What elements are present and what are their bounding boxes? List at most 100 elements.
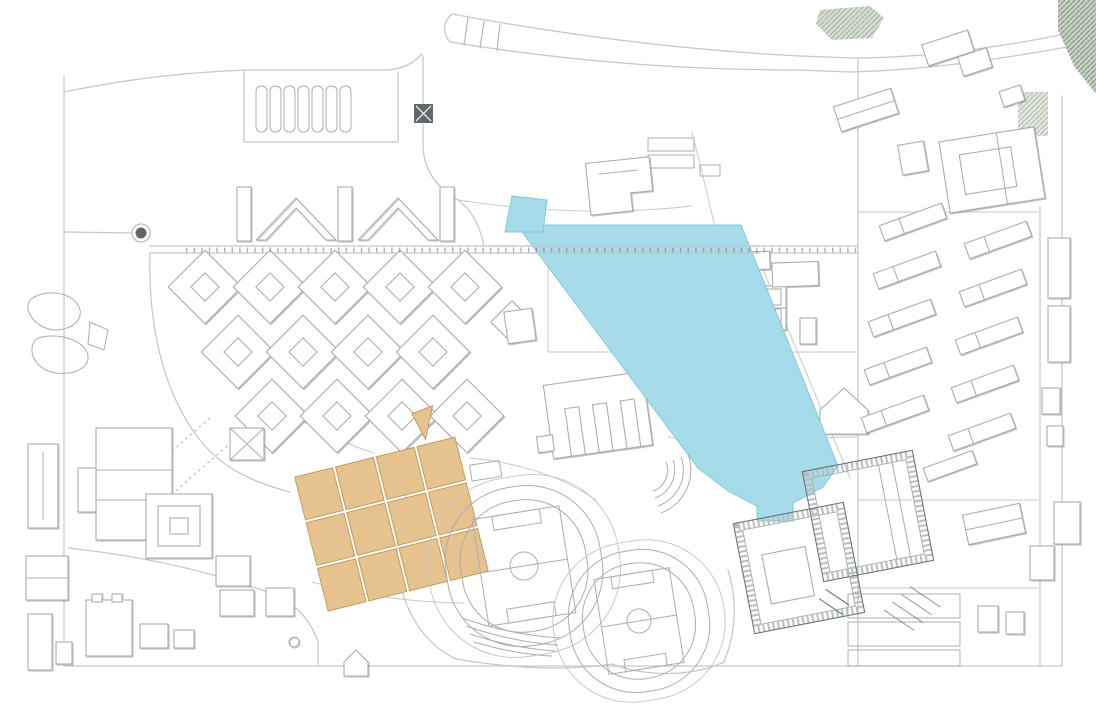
plan-shape [584, 156, 654, 216]
plan-shape [111, 593, 123, 603]
plan-shape [867, 298, 937, 338]
chevron-building [357, 197, 439, 241]
plan-shape [505, 601, 557, 624]
plan-shape [169, 517, 189, 535]
plan-shape [832, 87, 900, 133]
plan-shape [63, 53, 423, 93]
terrace-steps [461, 617, 561, 657]
plan-shape [799, 317, 817, 345]
plan-shape [958, 146, 1018, 196]
plan-shape [469, 457, 597, 501]
plan-shape [619, 398, 642, 450]
pavilion-north [801, 449, 935, 583]
gate-marker [414, 104, 433, 123]
plan-shape [847, 649, 961, 667]
plan-shape [567, 548, 711, 694]
plan-shape [598, 169, 639, 175]
roundabout-marker [131, 223, 151, 243]
plan-shape [31, 335, 89, 374]
plan-shape [480, 558, 568, 574]
plan-shape [626, 608, 652, 634]
plan-shape [305, 512, 356, 567]
plan-shape [660, 453, 692, 514]
slab-building [236, 186, 252, 242]
plan-shape [581, 562, 697, 680]
plan-shape [552, 539, 726, 703]
plan-shape [269, 85, 282, 133]
plan-shape [801, 449, 935, 583]
plan-shape [297, 249, 373, 325]
plan-shape [346, 502, 396, 556]
canal-basin [516, 224, 839, 522]
left-campus-buildings [25, 427, 369, 677]
plan-shape [652, 461, 669, 492]
plan-shape [977, 605, 999, 633]
far-right-buildings [977, 237, 1081, 635]
plan-shape [564, 406, 586, 457]
house-building [343, 649, 369, 677]
plan-shape [461, 617, 561, 639]
plan-shape [87, 321, 109, 351]
plan-shape [601, 614, 677, 628]
plan-shape [956, 47, 994, 77]
pentagon-building [819, 387, 869, 435]
plan-shape [173, 629, 195, 649]
plan-shape [27, 292, 81, 331]
plan-shape [584, 156, 654, 216]
plan-shape [503, 307, 537, 345]
right-district-buildings [860, 202, 1033, 546]
shadow-hatch [883, 586, 941, 632]
plan-shape [487, 245, 761, 254]
plan-shape [311, 85, 324, 133]
plan-shape [325, 85, 338, 133]
plan-shape [1047, 305, 1071, 363]
plan-shape [872, 250, 942, 290]
comb-building [535, 370, 654, 460]
plan-shape [443, 13, 453, 43]
plan-shape [958, 268, 1028, 308]
plan-shape [27, 613, 53, 671]
plan-shape [961, 502, 1027, 546]
plan-shape [357, 548, 408, 602]
plan-shape [131, 223, 151, 243]
plan-shape [135, 227, 147, 239]
plan-shape [847, 621, 961, 647]
plan-shape [398, 537, 449, 592]
plan-shape [473, 641, 553, 657]
plan-shape [465, 625, 559, 646]
plan-shape [463, 17, 501, 52]
plan-shape [922, 449, 978, 483]
plan-shape [288, 636, 300, 648]
soccer-field-1 [471, 505, 577, 627]
plan-shape [491, 508, 543, 531]
plan-shape [1047, 237, 1071, 299]
plan-shape [427, 249, 503, 325]
water-canal [504, 195, 839, 522]
plan-shape [299, 378, 375, 454]
plan-shape [998, 84, 1026, 108]
plan-shape [451, 13, 1095, 59]
soccer-field-2 [593, 567, 685, 675]
plan-shape [265, 587, 295, 617]
highlighted-triangle-parcel [411, 404, 434, 441]
plan-shape [395, 314, 471, 390]
plan-shape [243, 69, 399, 143]
plan-shape [950, 364, 1020, 404]
plan-shape [883, 586, 941, 632]
theater-building [145, 493, 213, 559]
plan-shape [357, 197, 439, 241]
plan-shape [811, 459, 925, 573]
plan-shape [219, 589, 255, 617]
plan-shape [91, 593, 103, 603]
plan-shape [732, 501, 866, 635]
parking-north-central [647, 137, 721, 177]
plan-shape [771, 260, 820, 288]
plan-shape [339, 85, 352, 133]
plan-shape [922, 449, 978, 483]
canal-head-pool [504, 195, 548, 233]
plan-shape [200, 314, 276, 390]
plan-shape [761, 545, 816, 605]
plan-shape [265, 314, 341, 390]
plan-shape [963, 220, 1033, 260]
